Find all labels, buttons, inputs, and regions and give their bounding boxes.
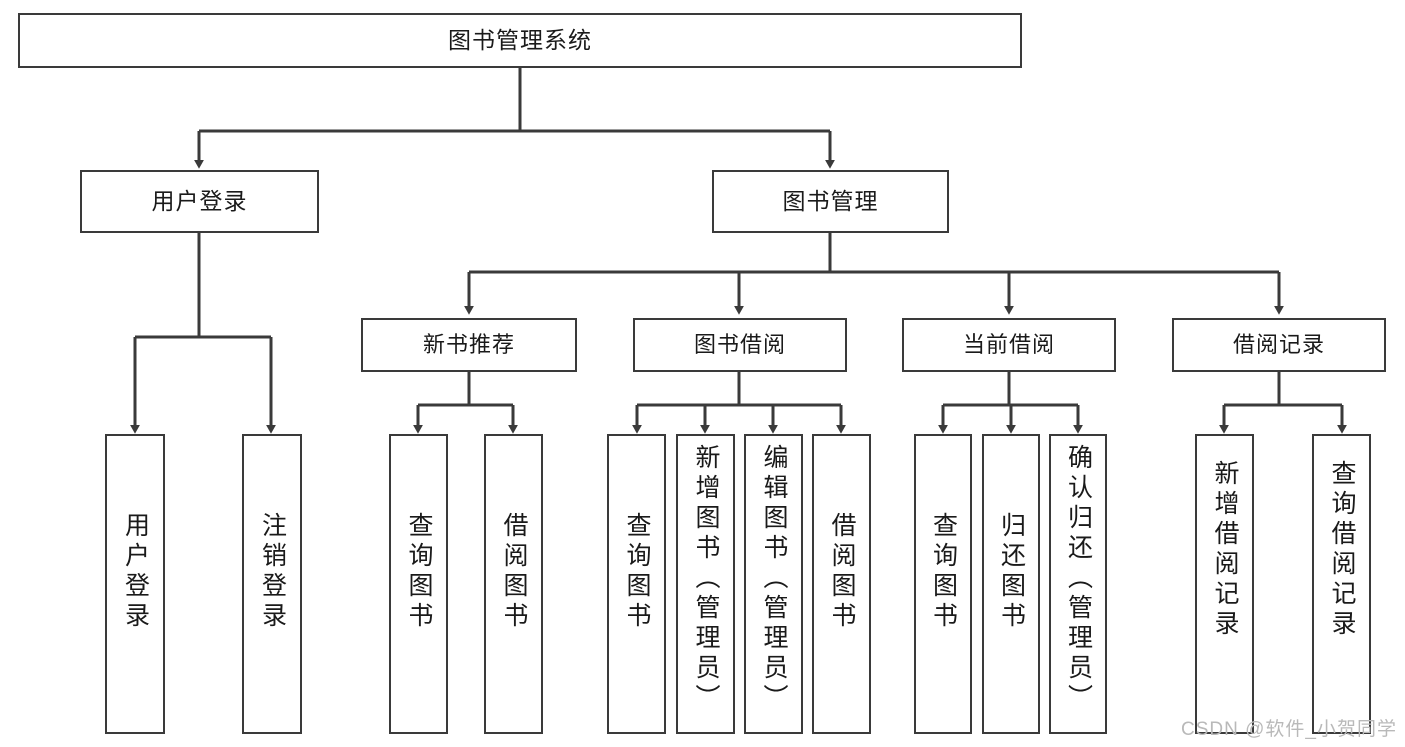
node-label: 借阅图书 (500, 512, 528, 632)
node-label: 查询图书 (623, 512, 651, 632)
node-label: 注销登录 (258, 512, 287, 632)
node-leaf-borrow-book[interactable]: 借阅图书 (812, 434, 871, 734)
node-label: 确认归还（管理员） (1064, 444, 1093, 714)
node-label: 借阅图书 (828, 512, 856, 632)
node-leaf-add-book-admin[interactable]: 新增图书（管理员） (676, 434, 735, 734)
node-leaf-add-borrow-record[interactable]: 新增借阅记录 (1195, 434, 1254, 734)
node-label: 查询借阅记录 (1328, 460, 1356, 640)
node-leaf-edit-book-admin[interactable]: 编辑图书（管理员） (744, 434, 803, 734)
node-leaf-return-book[interactable]: 归还图书 (982, 434, 1040, 734)
node-label: 新增图书（管理员） (692, 444, 720, 714)
node-book-management[interactable]: 图书管理 (712, 170, 949, 233)
node-leaf-query-book-borrow[interactable]: 查询图书 (607, 434, 666, 734)
csdn-watermark: CSDN @软件_小贺同学 (1181, 719, 1397, 740)
node-leaf-borrow-book-recommend[interactable]: 借阅图书 (484, 434, 543, 734)
node-category-current-borrow[interactable]: 当前借阅 (902, 318, 1116, 372)
node-label: 查询图书 (405, 512, 433, 632)
node-category-new-book-recommend[interactable]: 新书推荐 (361, 318, 577, 372)
node-label: 用户登录 (121, 512, 150, 632)
node-category-borrow-record[interactable]: 借阅记录 (1172, 318, 1386, 372)
node-leaf-query-borrow-record[interactable]: 查询借阅记录 (1312, 434, 1371, 734)
node-label: 用户登录 (151, 187, 248, 214)
node-label: 当前借阅 (962, 331, 1055, 357)
node-category-book-borrow[interactable]: 图书借阅 (633, 318, 847, 372)
node-label: 借阅记录 (1232, 331, 1325, 357)
node-leaf-confirm-return-admin[interactable]: 确认归还（管理员） (1049, 434, 1107, 734)
node-label: 编辑图书（管理员） (760, 444, 788, 714)
node-root-system[interactable]: 图书管理系统 (18, 13, 1022, 68)
node-leaf-query-book-recommend[interactable]: 查询图书 (389, 434, 448, 734)
node-label: 图书管理 (782, 187, 879, 214)
node-leaf-user-login[interactable]: 用户登录 (105, 434, 165, 734)
node-leaf-query-book-current[interactable]: 查询图书 (914, 434, 972, 734)
node-label: 新增借阅记录 (1211, 460, 1239, 640)
node-label: 查询图书 (929, 512, 958, 632)
node-label: 新书推荐 (422, 331, 515, 357)
node-label: 图书借阅 (693, 331, 786, 357)
node-leaf-logout[interactable]: 注销登录 (242, 434, 302, 734)
node-user-login[interactable]: 用户登录 (80, 170, 319, 233)
node-label: 图书管理系统 (448, 26, 592, 53)
node-label: 归还图书 (997, 512, 1026, 632)
